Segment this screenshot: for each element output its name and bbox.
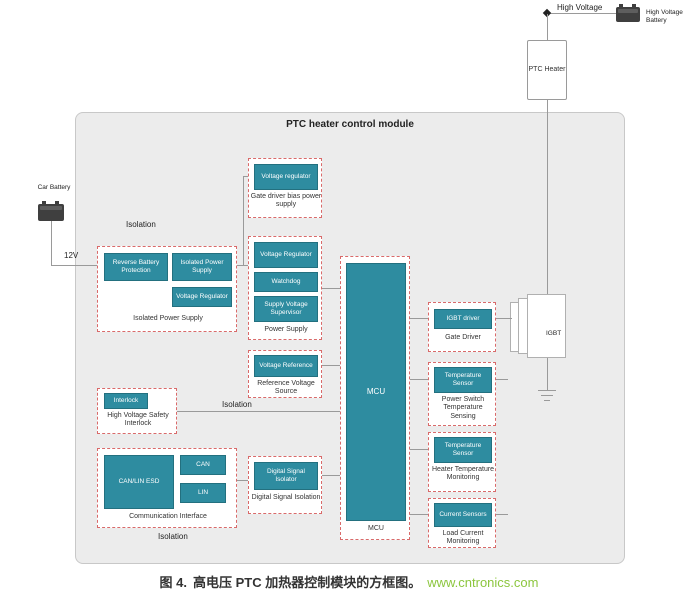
figure-caption: 图 4. 高电压 PTC 加热器控制模块的方框图。 www.cntronics.… (0, 572, 698, 591)
block-watchdog: Watchdog (254, 272, 318, 292)
block-voltage-regulator: Voltage Regulator (172, 287, 232, 307)
ground-symbol (541, 395, 553, 396)
group-label: Power Supply (264, 326, 308, 333)
connector-line (547, 358, 548, 390)
group-label: MCU (368, 525, 384, 532)
block-supply-voltage-supervisor: Supply Voltage Supervisor (254, 296, 318, 322)
block-can-lin-esd: CAN/LIN ESD (104, 455, 174, 509)
igbt-label: IGBT (546, 330, 562, 337)
group-label: Communication Interface (129, 513, 207, 520)
block-mcu: MCU (346, 263, 406, 521)
group-digital-signal-isolation: Digital Signal Isolator Digital Signal I… (248, 456, 322, 514)
group-label: Isolated Power Supply (133, 315, 203, 322)
connector-line (51, 265, 103, 266)
high-voltage-battery-label: High Voltage Battery (646, 9, 683, 24)
connector-line (237, 265, 248, 266)
isolation-label-3: Isolation (158, 532, 188, 541)
block-voltage-reference: Voltage Reference (254, 355, 318, 377)
ptc-heater-block: PTC Heater (527, 40, 567, 100)
group-communication-interface: CAN/LIN ESD CAN LIN Communication Interf… (97, 448, 237, 528)
car-battery-label: Car Battery (37, 184, 71, 191)
group-hv-safety-interlock: Interlock High Voltage Safety Interlock (97, 388, 177, 434)
isolation-label-1: Isolation (126, 220, 156, 229)
connector-line (496, 318, 512, 319)
block-voltage-regulator: Voltage regulator (254, 164, 318, 190)
block-temperature-sensor: Temperature Sensor (434, 367, 492, 393)
block-isolated-power-supply: Isolated Power Supply (172, 253, 232, 281)
group-power-switch-temp-sensing: Temperature Sensor Power Switch Temperat… (428, 362, 496, 426)
ground-symbol (544, 400, 550, 401)
group-gate-driver: IGBT driver Gate Driver (428, 302, 496, 352)
connector-line (177, 411, 340, 412)
caption-text: 高电压 PTC 加热器控制模块的方框图。 (192, 575, 422, 590)
block-lin: LIN (180, 483, 226, 503)
connector-line (322, 365, 340, 366)
group-label: Reference Voltage Source (257, 380, 315, 396)
connector-line (243, 176, 248, 177)
isolation-label-2: Isolation (222, 400, 252, 409)
connector-line (322, 288, 340, 289)
block-current-sensors: Current Sensors (434, 503, 492, 527)
connector-line (410, 514, 428, 515)
connector-line (496, 379, 508, 380)
connector-line (237, 480, 248, 481)
supply-voltage-label: 12V (64, 251, 79, 260)
group-label: Gate Driver (445, 334, 481, 341)
group-power-supply: Voltage Regulator Watchdog Supply Voltag… (248, 236, 322, 340)
connector-line (410, 379, 428, 380)
group-heater-temp-monitoring: Temperature Sensor Heater Temperature Mo… (428, 432, 496, 492)
group-label: Gate driver bias power supply (250, 193, 322, 209)
figure-number: 图 4. (159, 575, 187, 590)
car-battery-icon (38, 201, 64, 221)
connector-line (410, 449, 428, 450)
group-reference-voltage: Voltage Reference Reference Voltage Sour… (248, 350, 322, 398)
group-gate-driver-bias: Voltage regulator Gate driver bias power… (248, 158, 322, 218)
connector-line (410, 318, 428, 319)
block-can: CAN (180, 455, 226, 475)
block-interlock: Interlock (104, 393, 148, 409)
connector-line (322, 475, 340, 476)
group-label: Digital Signal Isolation (251, 494, 321, 501)
group-load-current-monitoring: Current Sensors Load Current Monitoring (428, 498, 496, 548)
connector-line (496, 514, 508, 515)
watermark-link: www.cntronics.com (427, 575, 539, 590)
group-isolated-power-supply: Reverse Battery Protection Isolated Powe… (97, 246, 237, 332)
block-voltage-regulator: Voltage Regulator (254, 242, 318, 268)
group-label: Load Current Monitoring (442, 530, 484, 546)
block-digital-signal-isolator: Digital Signal Isolator (254, 462, 318, 490)
connector-line (51, 221, 52, 266)
ground-symbol (538, 390, 556, 391)
group-label: Power Switch Temperature Sensing (441, 396, 485, 420)
connector-line (243, 176, 244, 266)
high-voltage-battery-icon (616, 4, 640, 22)
group-mcu: MCU MCU (340, 256, 410, 540)
block-igbt-driver: IGBT driver (434, 309, 492, 329)
block-reverse-battery-protection: Reverse Battery Protection (104, 253, 168, 281)
connector-line (547, 100, 548, 294)
group-label: Heater Temperature Monitoring (431, 466, 495, 482)
connector-line (547, 13, 616, 14)
connector-line (547, 14, 548, 40)
igbt-symbol-front (527, 294, 566, 358)
group-label: High Voltage Safety Interlock (107, 412, 169, 428)
module-title: PTC heater control module (286, 119, 414, 130)
high-voltage-label: High Voltage (557, 3, 603, 12)
block-temperature-sensor: Temperature Sensor (434, 437, 492, 463)
